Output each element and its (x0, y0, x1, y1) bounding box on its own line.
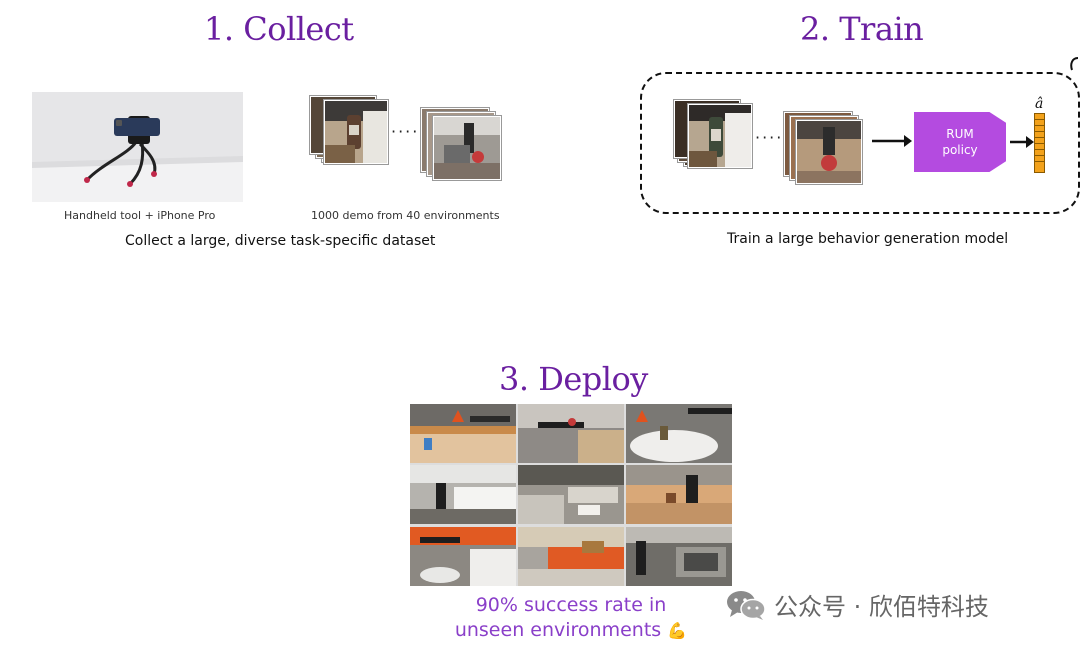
success-line-2-wrap: unseen environments 💪 (410, 618, 732, 643)
deploy-tile (518, 404, 624, 463)
success-line-1: 90% success rate in (410, 593, 732, 618)
policy-label-1: RUM (946, 126, 973, 142)
rum-policy-block: RUM policy (914, 112, 1006, 172)
tool-caption: Handheld tool + iPhone Pro (64, 209, 215, 222)
policy-label-2: policy (942, 142, 977, 158)
deployment-photo-grid (410, 404, 732, 586)
wechat-icon (726, 589, 766, 621)
demo-frame (433, 116, 501, 180)
loop-arrow-icon (1066, 56, 1080, 76)
deploy-tile (518, 527, 624, 586)
deploy-tile (410, 404, 516, 463)
demo-caption: 1000 demo from 40 environments (311, 209, 500, 222)
watermark-text: 公众号 · 欣佰特科技 (774, 587, 989, 622)
demo-frame (324, 100, 388, 164)
action-vector (1034, 113, 1045, 173)
collect-summary: Collect a large, diverse task-specific d… (125, 233, 435, 249)
success-line-2: unseen environments (455, 619, 661, 641)
input-frame (796, 120, 862, 184)
handheld-tool-photo (32, 92, 243, 202)
deploy-heading: 3. Deploy (499, 360, 648, 398)
deploy-tile (518, 465, 624, 524)
flexed-biceps-icon: 💪 (667, 621, 687, 640)
watermark: 公众号 · 欣佰特科技 (726, 587, 989, 622)
collect-heading: 1. Collect (204, 10, 354, 48)
demo-ellipsis: ···· (391, 122, 419, 141)
deploy-tile (410, 465, 516, 524)
arrow-right-icon (1010, 135, 1034, 149)
train-summary: Train a large behavior generation model (727, 231, 1008, 247)
arrow-right-icon (872, 134, 912, 148)
train-heading: 2. Train (800, 10, 923, 48)
deploy-tile (626, 404, 732, 463)
input-ellipsis: ···· (755, 128, 783, 147)
deploy-tile (410, 527, 516, 586)
deploy-tile (626, 465, 732, 524)
input-frame (688, 104, 752, 168)
deploy-tile (626, 527, 732, 586)
action-symbol: â (1035, 96, 1043, 112)
